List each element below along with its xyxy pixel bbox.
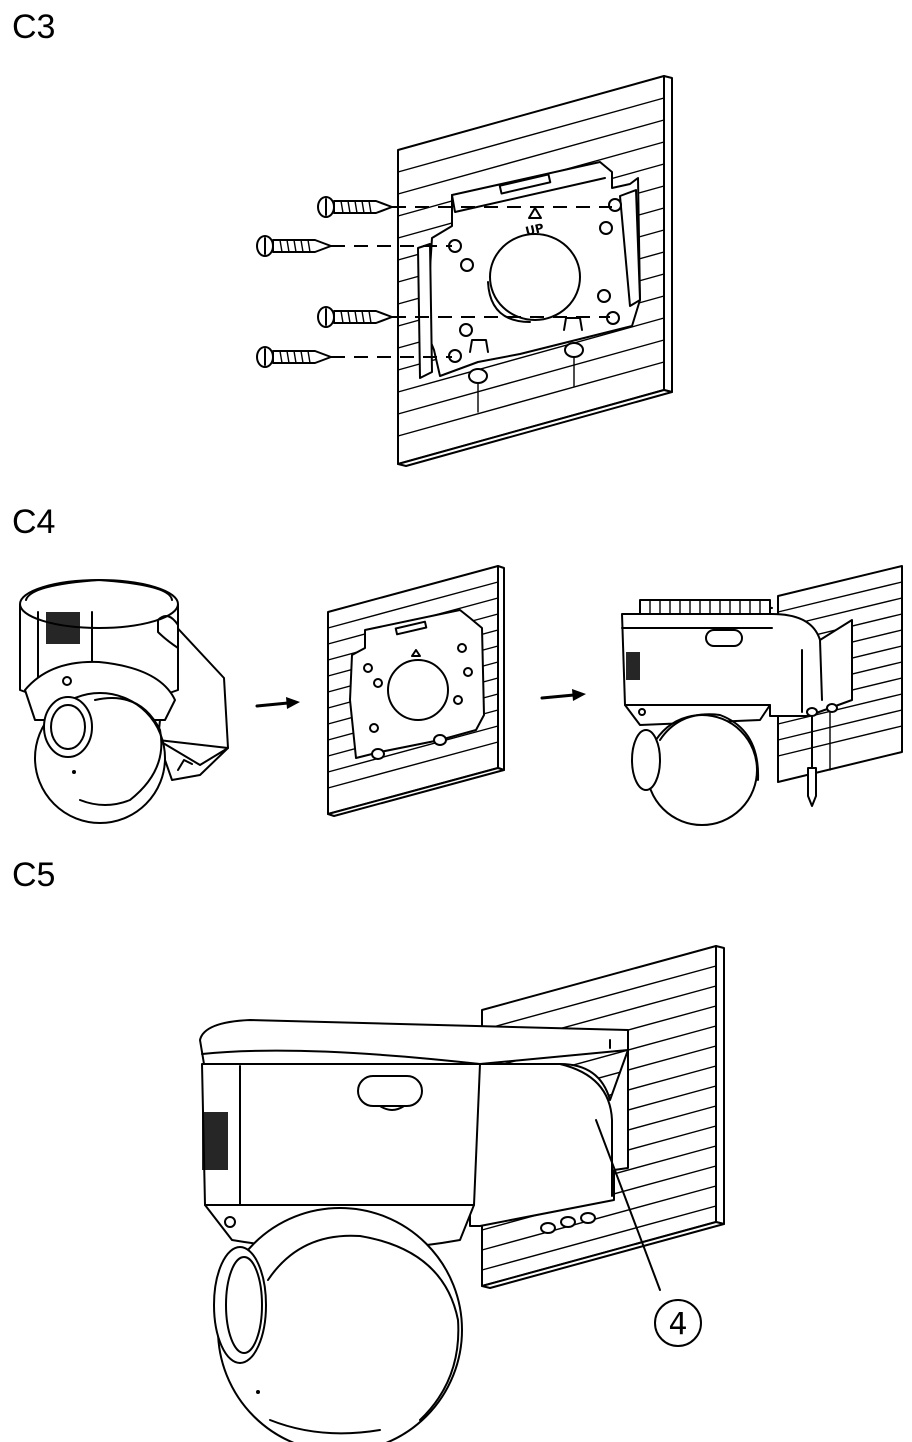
c3-screws [256, 196, 612, 368]
c4-wall-with-bracket [327, 565, 505, 817]
step-label-c5: C5 [12, 856, 56, 894]
c4-arrow-2 [540, 689, 586, 701]
c3-mounting-bracket: UP [417, 161, 641, 413]
c3-bracket-up-text: UP [524, 221, 545, 239]
step-label-c4: C4 [12, 503, 56, 541]
c3-screw-4 [256, 346, 452, 368]
c3-screw-3 [317, 306, 610, 328]
c3-screw-2 [256, 235, 452, 257]
callout-number-4: 4 [668, 1307, 687, 1342]
c5-callout: 4 [595, 1119, 702, 1347]
step-label-c3: C3 [12, 8, 56, 46]
c4-arrow-1 [255, 697, 300, 709]
c4-installed-camera [621, 565, 903, 826]
c3-screw-1 [317, 196, 612, 218]
c4-camera [19, 579, 229, 824]
c5-camera-assembly [199, 1019, 629, 1442]
